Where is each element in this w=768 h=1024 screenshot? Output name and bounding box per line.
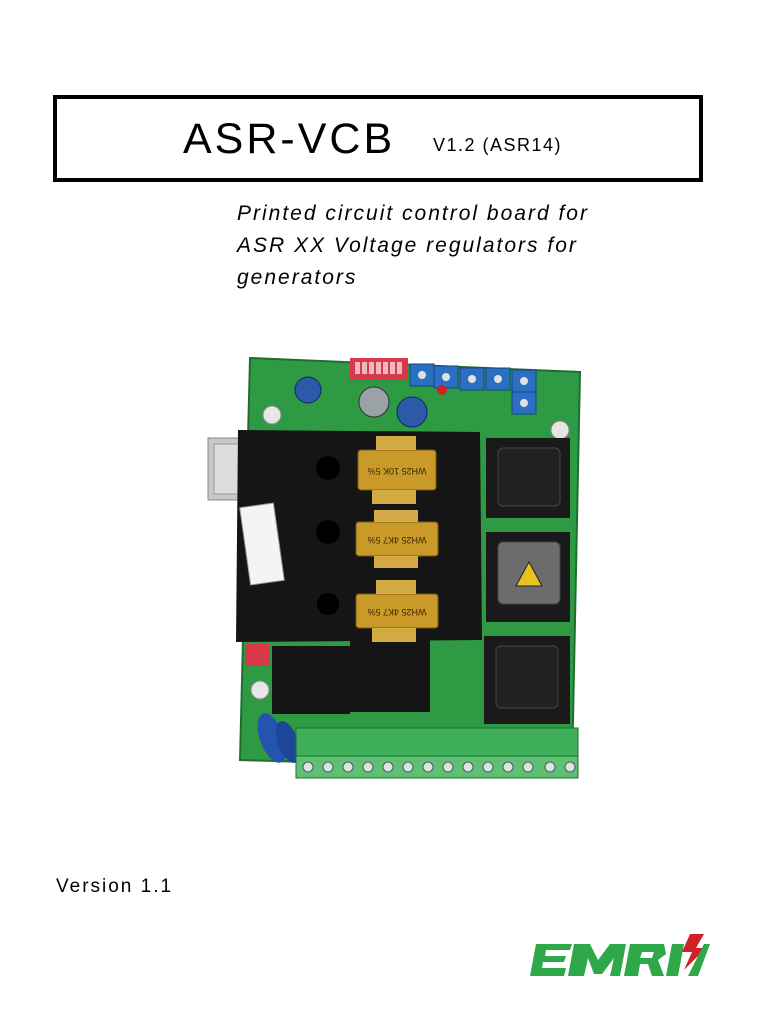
product-label [239, 502, 285, 586]
document-title: ASR-VCB [183, 115, 396, 163]
transformer [486, 438, 570, 518]
capacitor [294, 376, 322, 404]
document-version-tag: V1.2 (ASR14) [433, 135, 563, 155]
subtitle-line-3: generators [237, 266, 358, 289]
svg-text:WH25 10K 5%: WH25 10K 5% [367, 466, 426, 476]
transformer [484, 636, 570, 724]
mounting-hole [262, 405, 282, 425]
capacitor [358, 386, 390, 418]
circuit-board-photo: WH25 10K 5% WH25 4K7 5% WH25 4K7 5% [207, 356, 582, 779]
green-terminal-block [295, 727, 579, 779]
emri-logo [530, 934, 710, 976]
subtitle-line-1: Printed circuit control board for [237, 202, 589, 225]
mounting-hole [550, 420, 570, 440]
capacitor [396, 396, 428, 428]
relay [272, 646, 350, 714]
title-box: ASR-VCB V1.2 (ASR14) [53, 95, 703, 182]
svg-text:WH25 4K7 5%: WH25 4K7 5% [367, 607, 426, 617]
blue-connectors [409, 363, 537, 415]
power-resistor: WH25 4K7 5% [355, 510, 439, 568]
power-resistor: WH25 10K 5% [357, 436, 437, 504]
transformer [486, 532, 570, 622]
led [437, 385, 447, 395]
mounting-hole [250, 680, 270, 700]
document-version: Version 1.1 [56, 876, 174, 897]
power-resistor: WH25 4K7 5% [355, 580, 439, 642]
svg-text:WH25 4K7 5%: WH25 4K7 5% [367, 535, 426, 545]
document-subtitle: Printed circuit control board for ASR XX… [237, 198, 677, 294]
subtitle-line-2: ASR XX Voltage regulators for [237, 234, 578, 257]
